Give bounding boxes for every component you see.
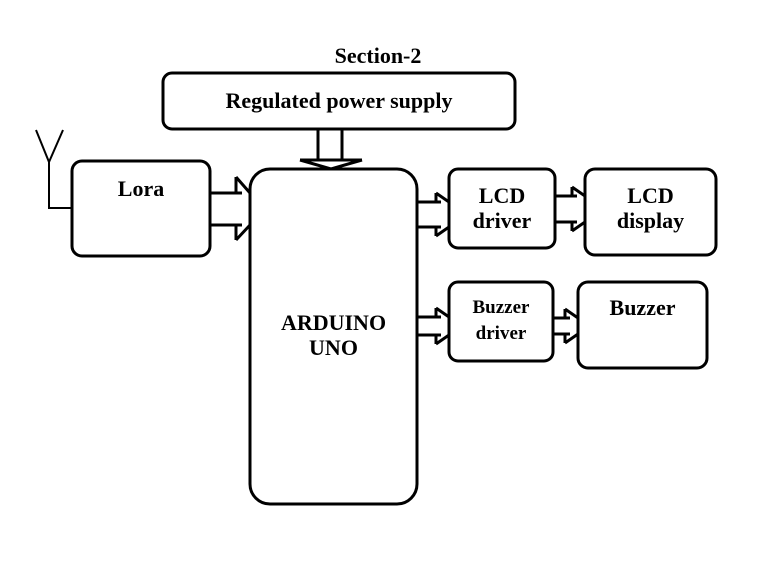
- buzzer-driver-block: [447, 280, 555, 363]
- lcd-display-block: [583, 167, 718, 257]
- buzzer-driver-label-line-1: Buzzer: [472, 297, 530, 318]
- lcd-driver-label: LCD driver: [449, 183, 555, 234]
- buzzer-block: [576, 280, 709, 370]
- power-to-arduino-arrow: [299, 129, 363, 171]
- lcd-driver-to-display-arrow: [555, 185, 586, 233]
- buzzer-driver-label-line-2: driver: [475, 322, 527, 344]
- buzzer-label: Buzzer: [609, 295, 676, 320]
- arduino-label: ARDUINO UNO: [250, 310, 417, 361]
- buzzer-driver-to-buzzer-arrow: [553, 307, 579, 345]
- lora-to-arduino-arrow: [210, 176, 252, 242]
- lcd-driver-label-line-2: driver: [472, 208, 532, 234]
- arduino-to-lcd-driver-arrow: [417, 191, 450, 238]
- lcd-driver-block: [447, 167, 557, 250]
- power-supply-block: [161, 71, 517, 131]
- lcd-driver-label-line-1: LCD: [478, 183, 526, 208]
- arduino-label-line-1: ARDUINO: [280, 310, 387, 335]
- lcd-display-label-line-2: display: [616, 208, 685, 234]
- antenna-icon: [35, 129, 72, 209]
- buzzer-driver-label: Buzzer driver: [449, 295, 553, 346]
- section-title: Section-2: [334, 43, 422, 68]
- arduino-label-line-2: UNO: [309, 335, 358, 361]
- power-supply-label: Regulated power supply: [225, 88, 453, 113]
- arduino-to-buzzer-driver-arrow: [417, 306, 450, 346]
- lcd-display-label: LCD display: [585, 183, 716, 234]
- lcd-display-label-line-1: LCD: [627, 183, 674, 208]
- lora-label: Lora: [117, 176, 165, 201]
